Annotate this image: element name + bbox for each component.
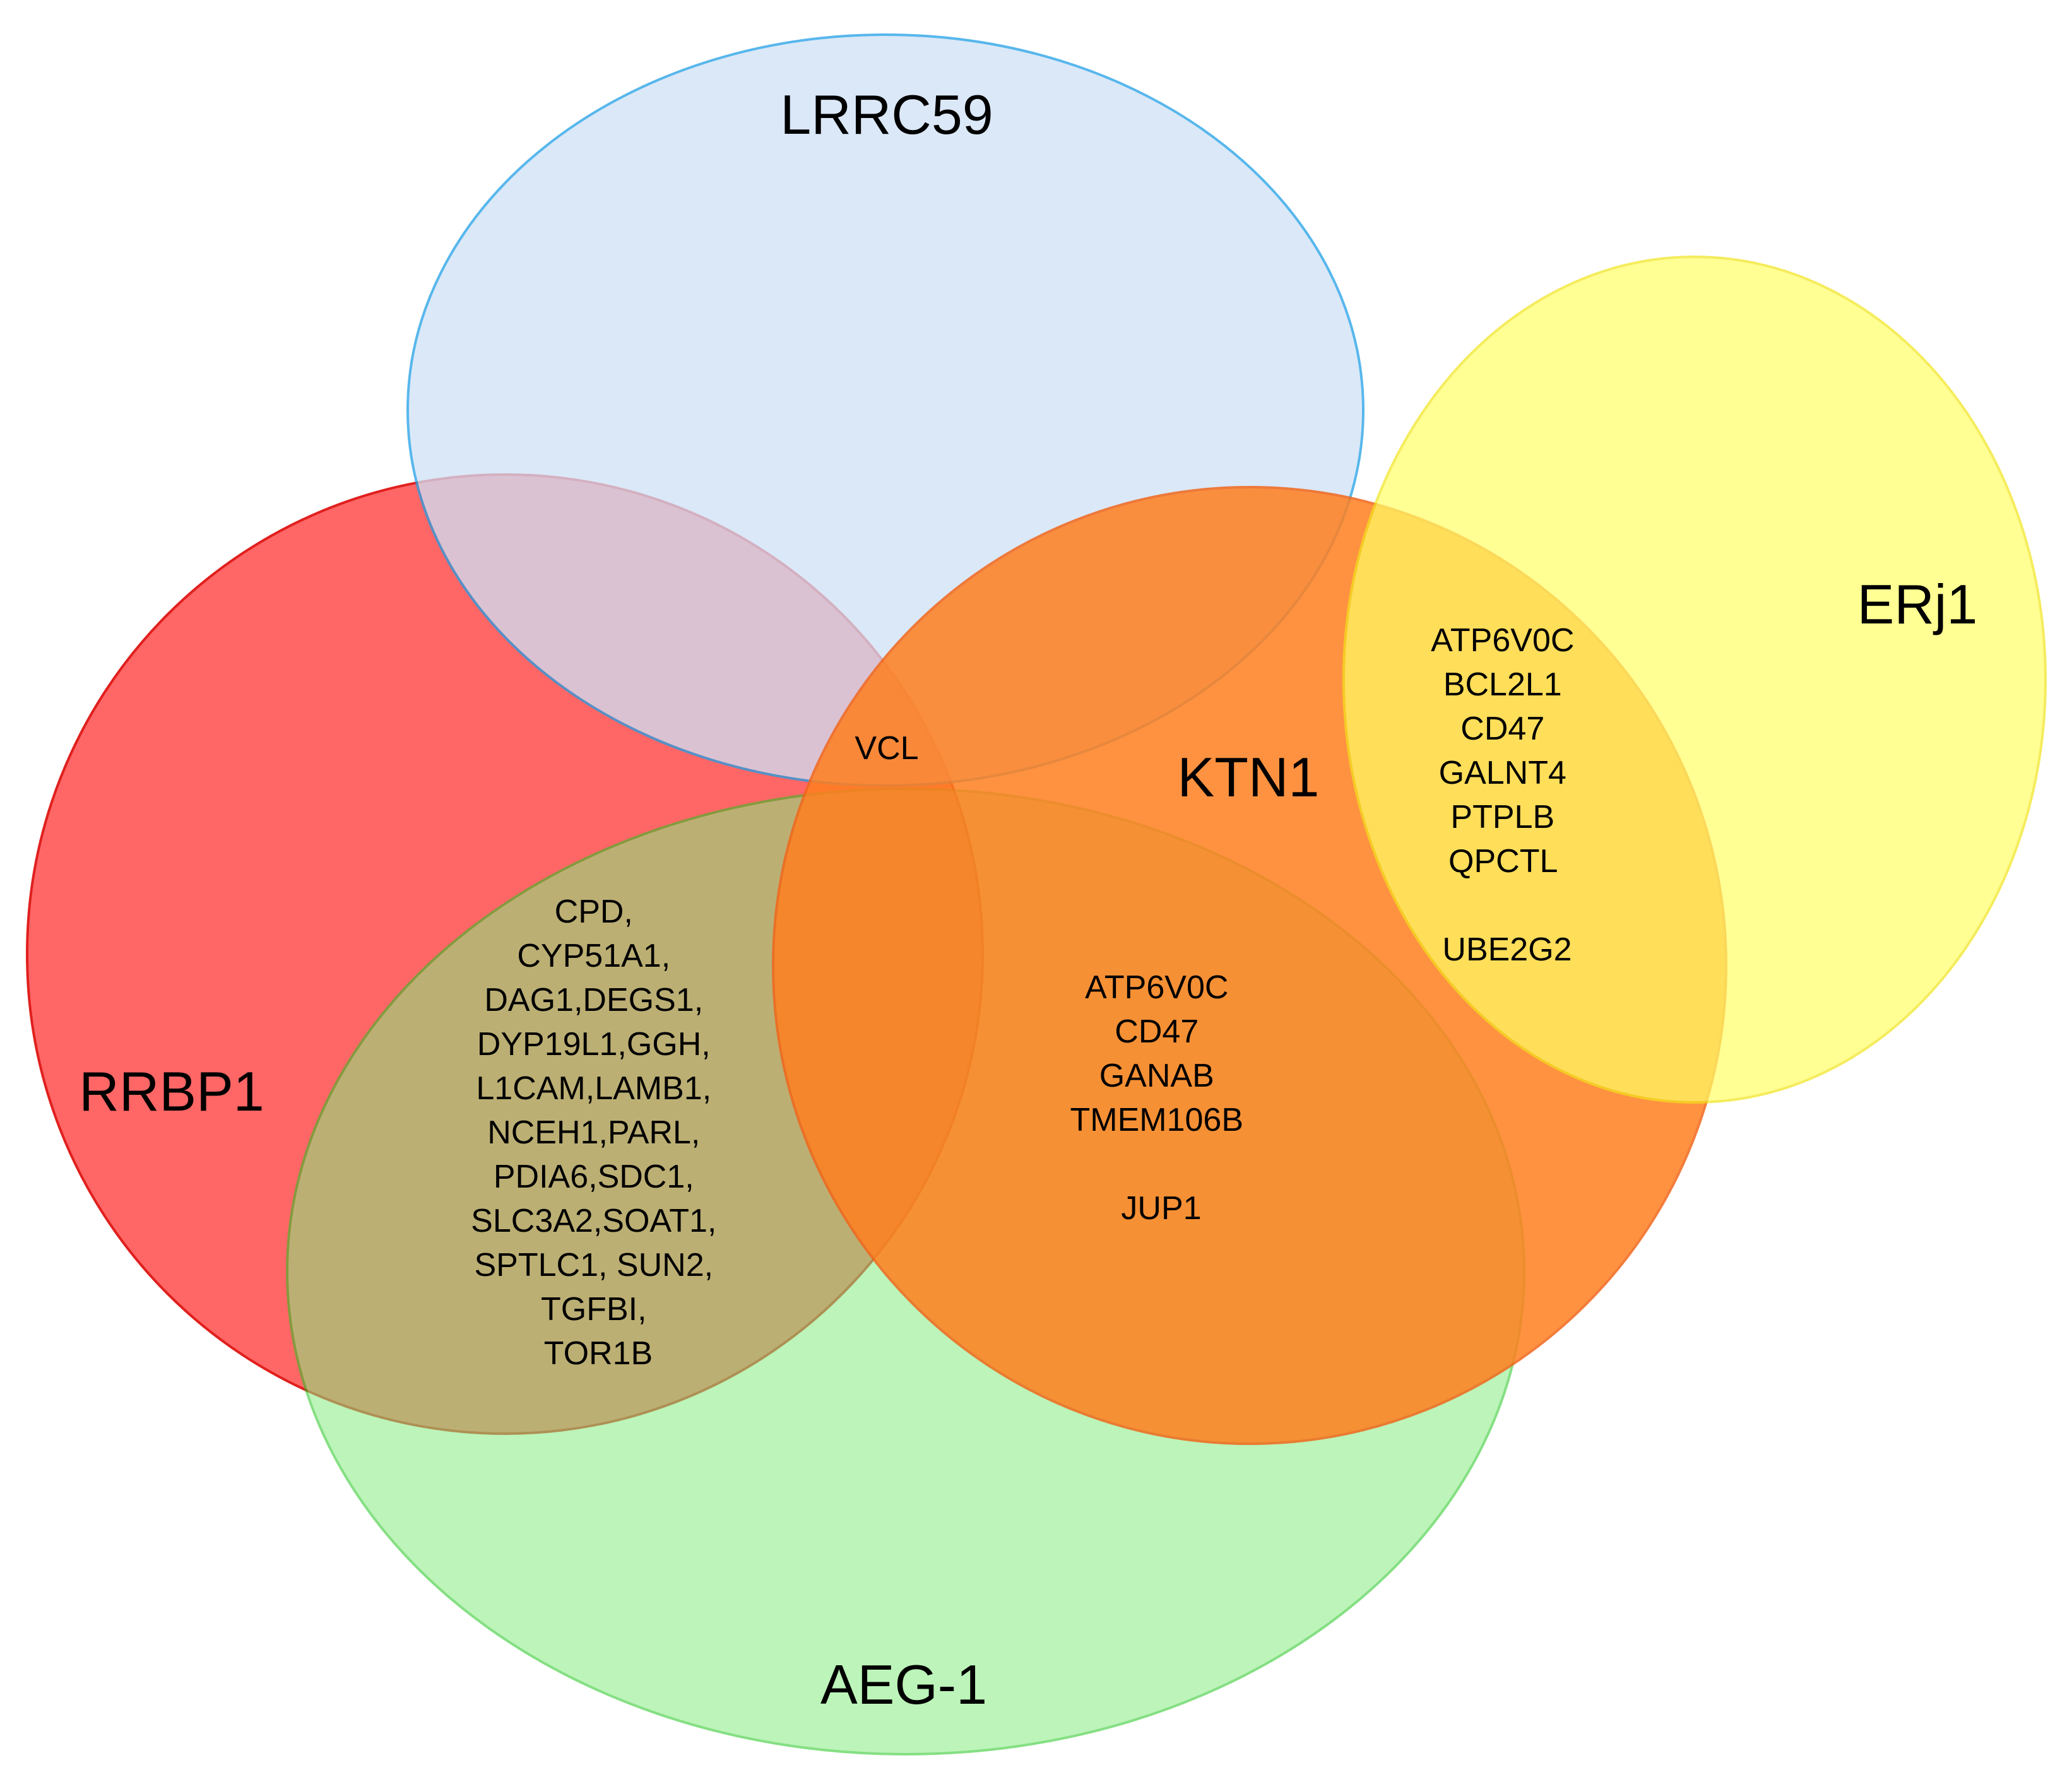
region-rrbp1-aeg1-genes: CPD, CYP51A1, DAG1,DEGS1, DYP19L1,GGH, L… xyxy=(471,894,726,1372)
set-label-ktn1: KTN1 xyxy=(1178,746,1320,808)
set-erj1-ellipse xyxy=(1342,256,2047,1104)
region-ktn1-erj1-genes: ATP6V0C BCL2L1 CD47 GALNT4 PTPLB QPCTL U… xyxy=(1431,622,1584,968)
region-vcl-genes: VCL xyxy=(855,730,918,767)
set-label-erj1: ERj1 xyxy=(1857,573,1978,635)
set-label-rrbp1: RRBP1 xyxy=(79,1060,264,1123)
set-label-aeg1: AEG-1 xyxy=(820,1653,987,1716)
set-label-lrrc59: LRRC59 xyxy=(780,83,993,146)
region-ktn1-aeg1-genes: ATP6V0C CD47 GANAB TMEM106B JUP1 xyxy=(1070,969,1253,1227)
